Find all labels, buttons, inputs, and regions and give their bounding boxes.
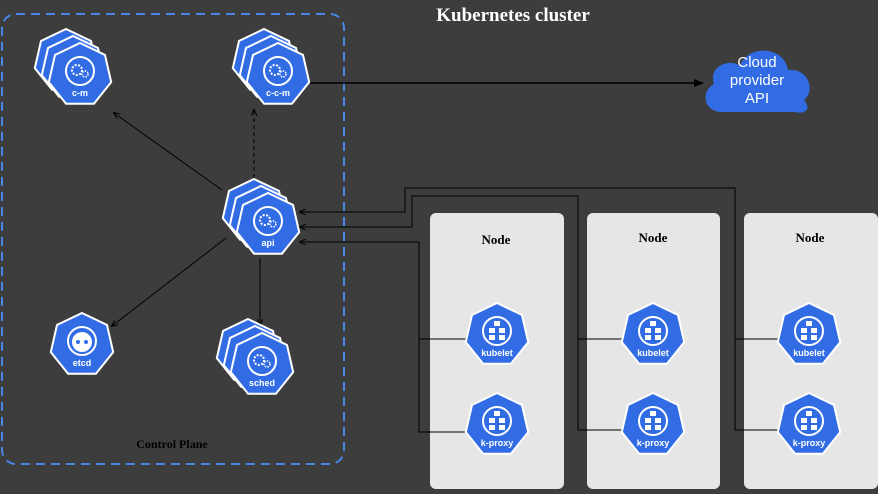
cloud-provider-api: Cloud provider API bbox=[705, 50, 810, 113]
node3-k-proxy-icon: k-proxy bbox=[776, 391, 842, 455]
node1-to-api-arrow bbox=[300, 242, 420, 339]
diagram-title: Kubernetes cluster bbox=[436, 5, 590, 26]
node1-link bbox=[418, 338, 466, 433]
connectors bbox=[112, 79, 780, 433]
node1-k-proxy-icon: k-proxy bbox=[464, 391, 530, 455]
api-label: api bbox=[261, 238, 274, 248]
c-m-label: c-m bbox=[72, 88, 88, 98]
etcd-icon: etcd bbox=[49, 311, 115, 375]
node1-k-proxy-label: k-proxy bbox=[481, 438, 514, 448]
node2-k-proxy-label: k-proxy bbox=[637, 438, 670, 448]
node2-kubelet-label: kubelet bbox=[637, 348, 669, 358]
control-plane-label: Control Plane bbox=[136, 437, 208, 451]
node2-k-proxy-icon: k-proxy bbox=[620, 391, 686, 455]
node3-link bbox=[734, 338, 780, 431]
node1-kubelet-icon: kubelet bbox=[464, 301, 530, 365]
cloud-label-line: provider bbox=[730, 72, 784, 89]
sched-icon: sched bbox=[215, 317, 295, 395]
node3-to-api-arrow bbox=[300, 187, 736, 339]
control-plane-boundary bbox=[1, 13, 345, 465]
cloud-label-line: Cloud bbox=[737, 54, 776, 71]
c-c-m-label: c-c-m bbox=[266, 88, 290, 98]
node2-to-api-arrow bbox=[300, 195, 579, 339]
api-icon: api bbox=[221, 177, 301, 255]
node2-link bbox=[577, 338, 622, 431]
cloud-label-line: API bbox=[745, 90, 769, 107]
c-c-m-icon: c-c-m bbox=[231, 27, 311, 105]
node-label: Node bbox=[796, 230, 825, 245]
node3-kubelet-icon: kubelet bbox=[776, 301, 842, 365]
node2-kubelet-icon: kubelet bbox=[620, 301, 686, 365]
node1-kubelet-label: kubelet bbox=[481, 348, 513, 358]
node-label: Node bbox=[639, 230, 668, 245]
etcd-label: etcd bbox=[73, 358, 92, 368]
c-m-icon: c-m bbox=[33, 27, 113, 105]
node3-k-proxy-label: k-proxy bbox=[793, 438, 826, 448]
api-to-etcd-arrow bbox=[112, 237, 227, 326]
node3-kubelet-label: kubelet bbox=[793, 348, 825, 358]
sched-label: sched bbox=[249, 378, 275, 388]
node-label: Node bbox=[482, 232, 511, 247]
api-to-cm-arrow bbox=[114, 113, 223, 191]
